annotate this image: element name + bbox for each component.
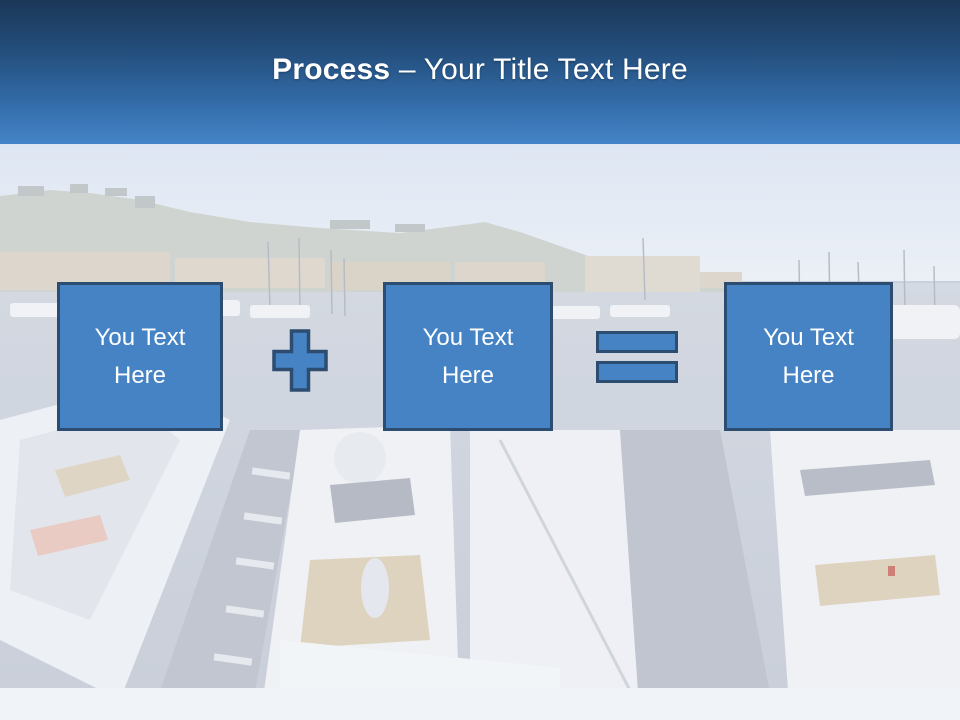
plus-operator-icon <box>272 329 328 392</box>
slide-title-bold: Process <box>272 53 391 86</box>
equals-bar-top <box>596 331 678 353</box>
process-box-2-label: You Text Here <box>422 323 514 389</box>
marina-photo <box>0 144 960 720</box>
equals-bar-bottom <box>596 361 678 383</box>
slide-title-rest: – Your Title Text Here <box>398 53 688 86</box>
process-box-1-label: You Text Here <box>94 323 186 389</box>
process-box-3[interactable]: You Text Here <box>724 282 893 431</box>
process-box-1[interactable]: You Text Here <box>57 282 223 431</box>
equals-operator-icon <box>596 331 678 383</box>
slide-title: Process – Your Title Text Here <box>0 50 960 90</box>
title-bar: Process – Your Title Text Here <box>0 0 960 144</box>
process-box-2[interactable]: You Text Here <box>383 282 553 431</box>
process-box-3-label: You Text Here <box>763 323 854 389</box>
